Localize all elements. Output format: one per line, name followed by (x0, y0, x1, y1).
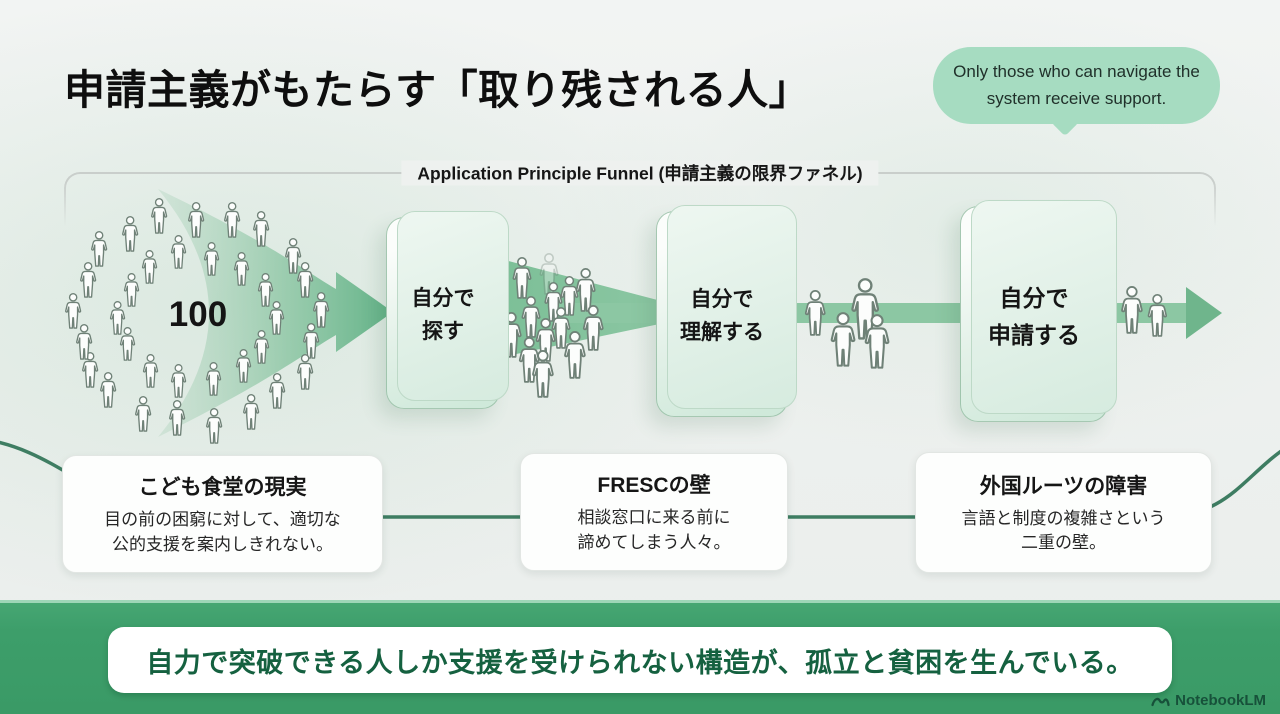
person-icon (521, 296, 541, 338)
card-foreign-roots: 外国ルーツの障害 言語と制度の複雑さという 二重の壁。 (915, 452, 1212, 573)
page-title: 申請主義がもたらす「取り残される人」 (64, 67, 811, 113)
person-icon (170, 234, 187, 269)
person-icon (582, 305, 604, 351)
callout-text: Only those who can navigate the system r… (953, 62, 1200, 108)
person-icon (830, 312, 856, 367)
person-icon (564, 331, 586, 379)
person-icon (109, 301, 125, 336)
gate-label-line: 理解する (680, 320, 764, 344)
person-icon (235, 348, 251, 383)
person-icon (1121, 286, 1143, 334)
person-icon (82, 351, 99, 388)
person-icon (296, 261, 314, 298)
person-icon (864, 314, 890, 369)
person-icon (253, 330, 269, 365)
person-icon (79, 261, 97, 298)
person-icon (65, 292, 82, 329)
person-icon (224, 201, 241, 238)
card-title: こども食堂の現実 (138, 476, 307, 500)
person-icon (187, 202, 205, 238)
person-icon (203, 242, 220, 277)
gate-label-line: 自分で (690, 287, 754, 311)
card-fresc: FRESCの壁 相談窓口に来る前に 諦めてしまう人々。 (520, 453, 788, 571)
person-icon (151, 197, 168, 234)
card-body: 相談窓口に来る前に 諦めてしまう人々。 (577, 508, 731, 552)
person-icon (576, 268, 596, 312)
person-icon (121, 215, 139, 252)
brand-logo: NotebookLM (1151, 692, 1266, 709)
person-icon (257, 273, 273, 307)
person-icon (268, 300, 284, 335)
card-kodomo-shokudo: こども食堂の現実 目の前の困窮に対して、適切な 公的支援を案内しきれない。 (62, 455, 383, 573)
callout-bubble: Only those who can navigate the system r… (933, 47, 1220, 124)
card-title: 外国ルーツの障害 (979, 474, 1148, 498)
person-icon (560, 276, 578, 316)
person-icon (206, 362, 222, 397)
banner-message: 自力で突破できる人しか支援を受けられない構造が、孤立と貧困を生んでいる。 (108, 627, 1172, 693)
person-icon (1147, 294, 1167, 337)
gate-label-line: 探す (422, 319, 464, 343)
person-icon (302, 322, 320, 359)
person-icon (312, 291, 329, 328)
person-icon (551, 307, 571, 349)
person-icon (234, 252, 250, 287)
person-icon (851, 278, 879, 340)
person-icon (242, 393, 260, 430)
conclusion-banner: 自力で突破できる人しか支援を受けられない構造が、孤立と貧困を生んでいる。 Not… (0, 600, 1280, 714)
person-icon (268, 372, 286, 409)
stage-gate-search: 自分で 探す (386, 217, 500, 409)
person-icon (100, 371, 117, 408)
card-title: FRESCの壁 (597, 474, 711, 498)
person-icon (120, 327, 136, 362)
person-icon (205, 407, 222, 444)
notebooklm-icon (1151, 697, 1170, 706)
person-icon (142, 249, 158, 284)
person-icon (170, 364, 186, 399)
gate-label-line: 自分で (999, 284, 1069, 311)
person-icon (253, 210, 270, 247)
card-body: 目の前の困窮に対して、適切な 公的支援を案内しきれない。 (104, 510, 341, 554)
gate-label-line: 自分で (411, 286, 475, 310)
person-icon (284, 237, 302, 274)
person-icon (804, 290, 826, 336)
person-icon (297, 353, 314, 390)
crowd-count-label: 100 (168, 295, 228, 334)
gate-label-line: 申請する (988, 321, 1080, 348)
person-icon (75, 324, 92, 360)
person-icon (124, 273, 140, 308)
card-body: 言語と制度の複雑さという 二重の壁。 (961, 508, 1166, 552)
person-icon (90, 231, 108, 268)
person-icon (532, 350, 554, 398)
person-icon (168, 399, 186, 436)
funnel-label: Application Principle Funnel (申請主義の限界ファネ… (401, 160, 879, 186)
stage-gate-understand: 自分で 理解する (656, 211, 788, 417)
person-icon (143, 353, 159, 388)
stage-gate-apply: 自分で 申請する (960, 206, 1108, 422)
flow-arrowhead-icon (1186, 287, 1222, 339)
person-icon (135, 395, 152, 432)
person-icon (512, 257, 532, 299)
brand-name: NotebookLM (1175, 692, 1266, 709)
